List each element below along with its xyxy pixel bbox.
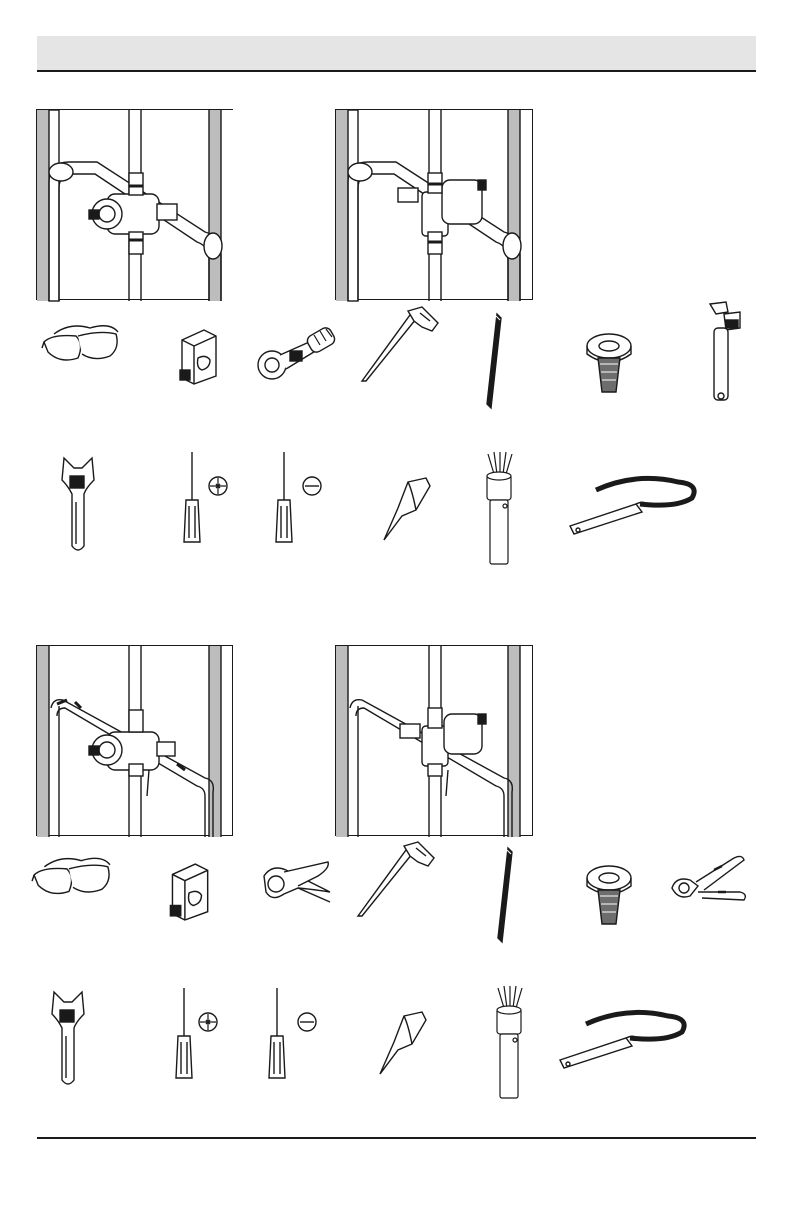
phillips-screwdriver-icon xyxy=(172,986,222,1082)
valve-diagram-side-view xyxy=(36,109,233,300)
sealant-tube-icon xyxy=(380,476,432,542)
valve-diagram-pex-side-view xyxy=(36,645,233,836)
adjustable-wrench-icon xyxy=(48,988,88,1090)
pipe-wrench-icon xyxy=(706,300,744,404)
section-header-bar xyxy=(37,36,756,72)
flat-screwdriver-icon xyxy=(264,986,318,1082)
strap-wrench-icon xyxy=(556,1008,690,1070)
thread-tape-icon xyxy=(584,330,634,396)
tape-measure-icon xyxy=(176,328,218,384)
keyhole-saw-icon xyxy=(360,305,440,383)
footer-rule xyxy=(37,1137,756,1139)
strap-wrench-icon xyxy=(566,474,700,536)
keyhole-saw-icon xyxy=(356,840,436,918)
sealant-tube-icon xyxy=(376,1010,428,1076)
tubing-cutter-icon xyxy=(250,325,340,383)
tape-measure-icon xyxy=(166,862,210,920)
drill-bit-icon xyxy=(483,312,505,410)
thread-tape-icon xyxy=(584,862,634,928)
phillips-screwdriver-icon xyxy=(180,450,230,546)
adjustable-wrench-icon xyxy=(58,454,98,556)
drill-bit-icon xyxy=(494,846,516,944)
flashlight-icon xyxy=(490,984,528,1102)
crimp-tool-icon xyxy=(668,852,754,918)
flat-screwdriver-icon xyxy=(272,450,324,546)
safety-glasses-icon xyxy=(30,850,112,900)
flashlight-icon xyxy=(480,450,518,568)
pex-cutter-icon xyxy=(258,858,332,912)
valve-diagram-rotated-view xyxy=(335,109,533,300)
safety-glasses-icon xyxy=(40,318,120,366)
valve-diagram-pex-rotated-view xyxy=(335,645,533,836)
